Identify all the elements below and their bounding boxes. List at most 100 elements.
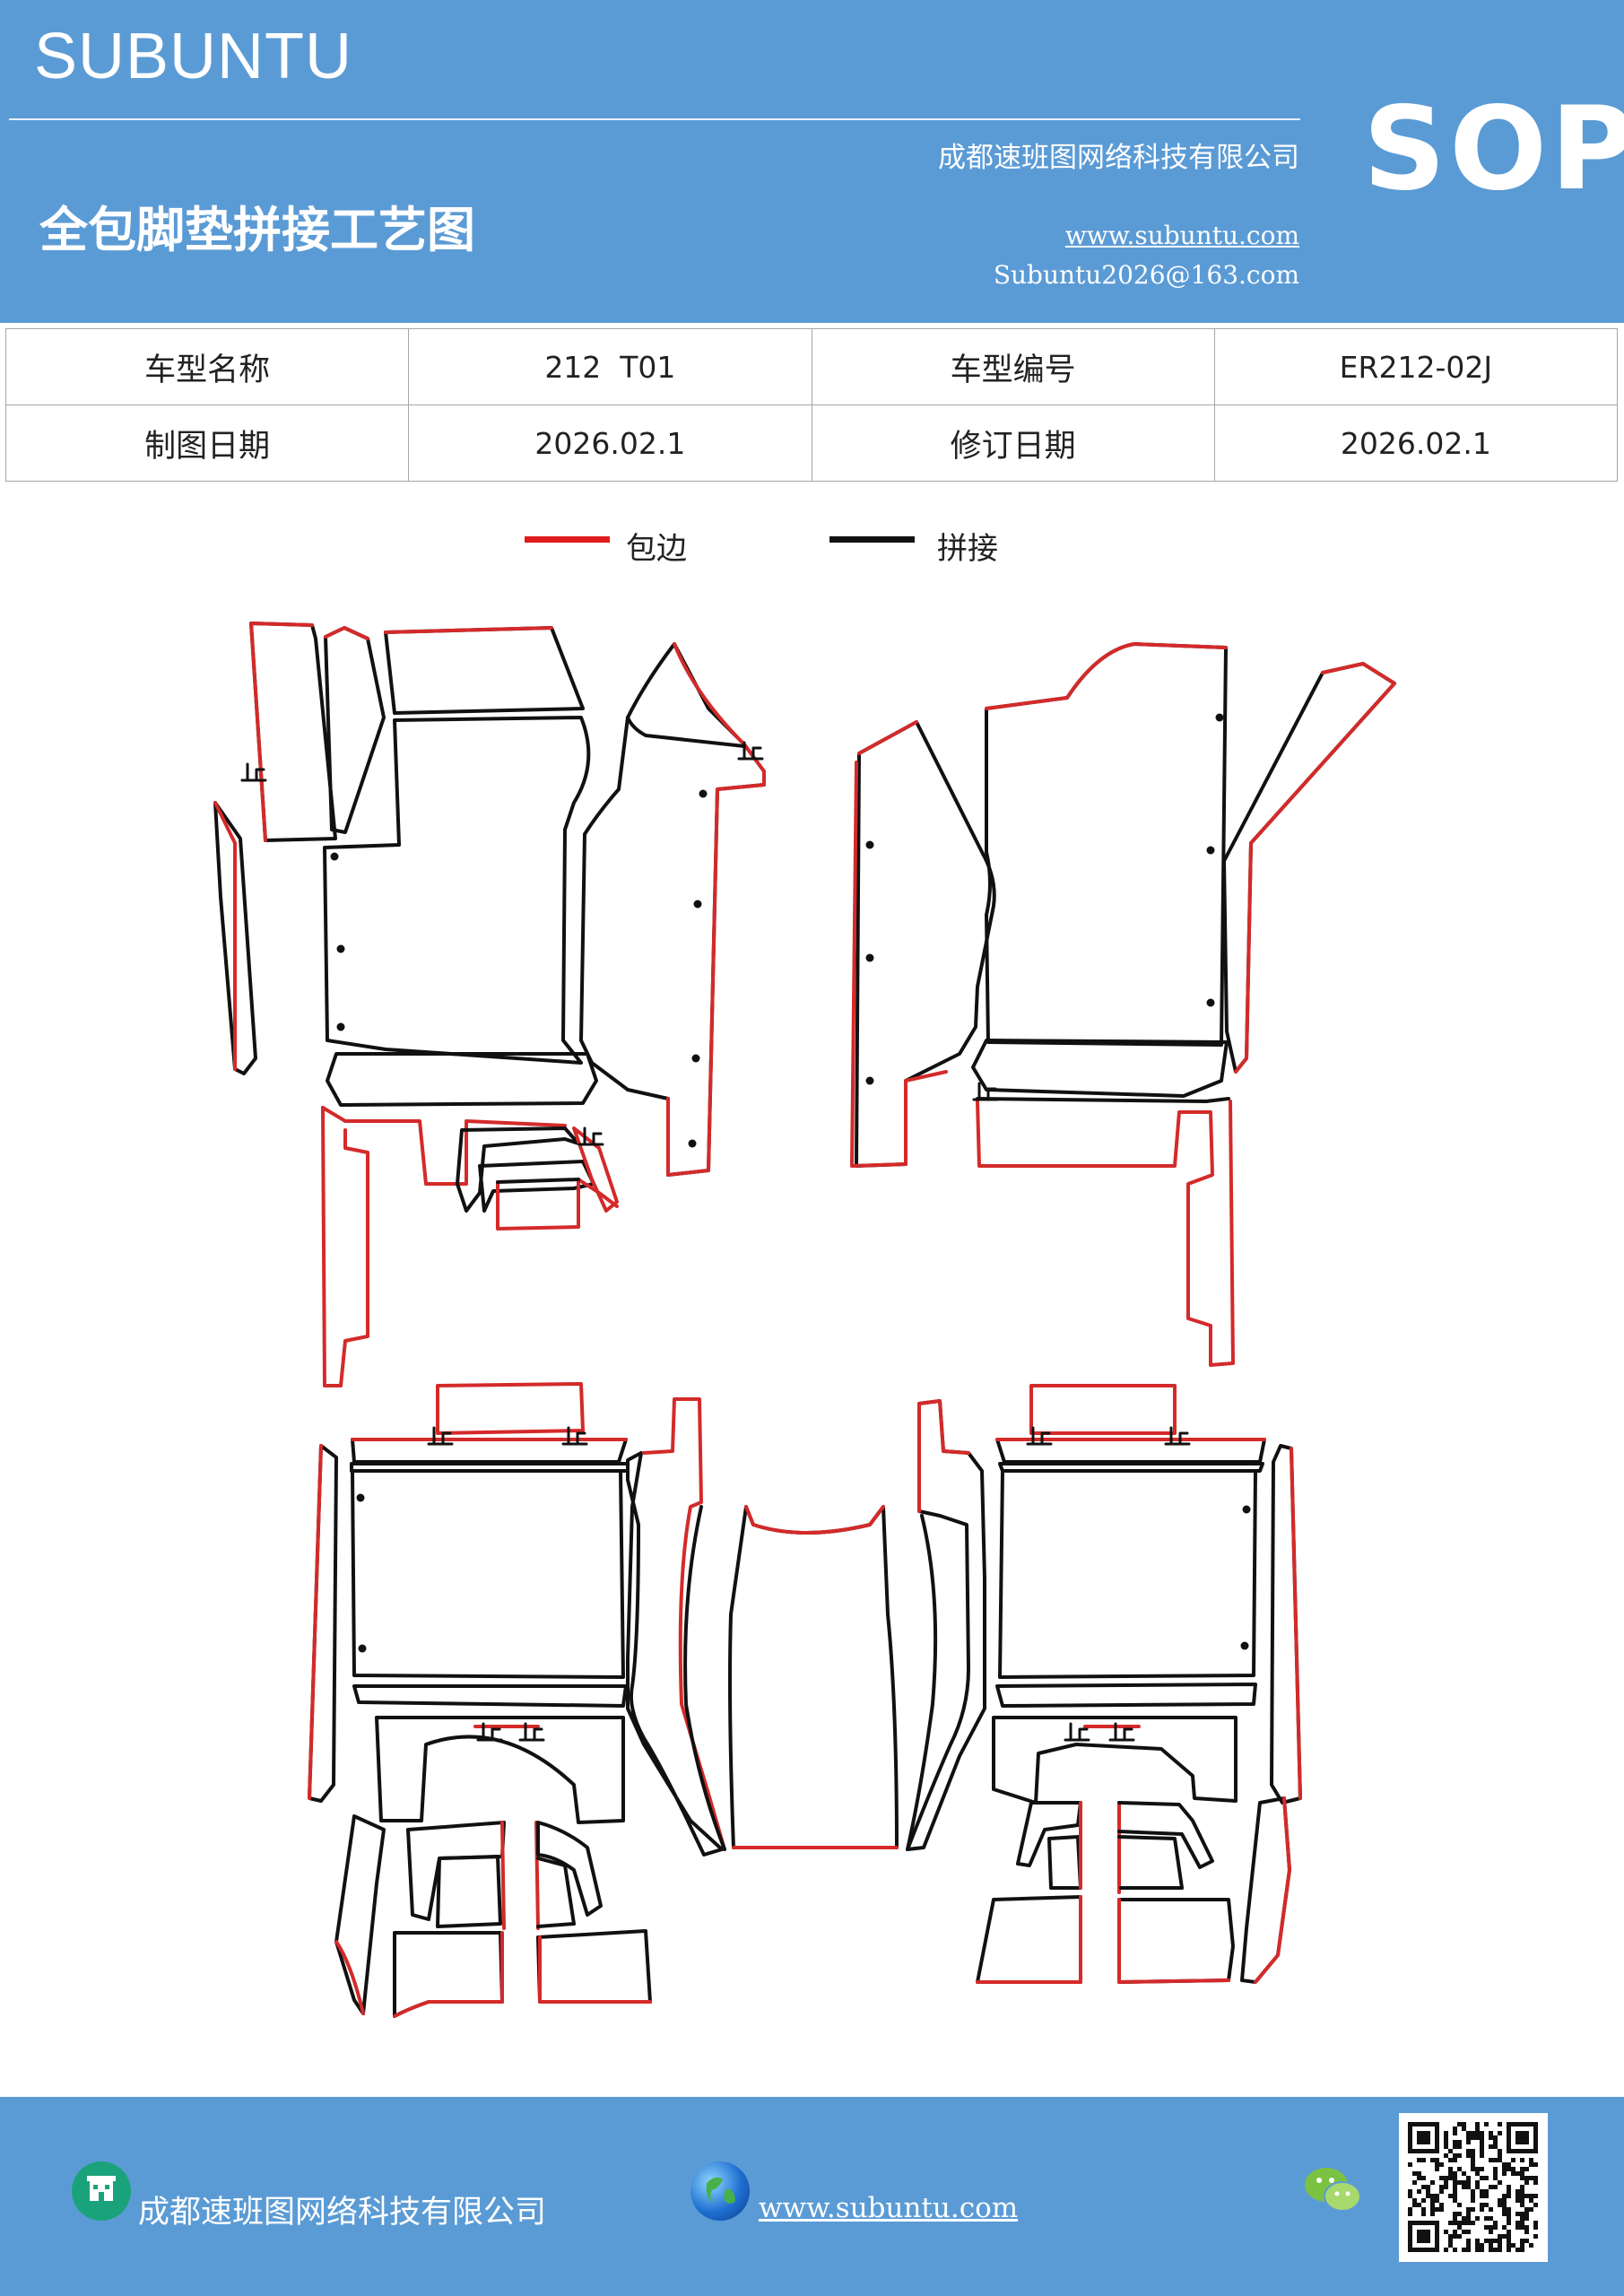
legend: 包边 拼接 bbox=[0, 529, 1624, 574]
vehicle-info-table: 车型名称 212 T01 车型编号 ER212-02J 制图日期 2026.02… bbox=[4, 328, 1619, 482]
mat-piece bbox=[436, 1855, 502, 1928]
qr-code bbox=[1399, 2113, 1548, 2262]
mat-piece bbox=[1290, 1447, 1302, 1800]
model-code-value: ER212-02J bbox=[1213, 328, 1619, 405]
front-right-mat bbox=[850, 642, 1396, 1367]
mat-piece bbox=[855, 720, 996, 1168]
header-band: SUBUNTU 成都速班图网络科技有限公司 全包脚垫拼接工艺图 www.subu… bbox=[0, 0, 1624, 323]
mat-piece bbox=[384, 626, 553, 634]
mat-piece bbox=[478, 1160, 595, 1213]
mat-piece bbox=[976, 1097, 1230, 1103]
mat-piece bbox=[436, 1382, 585, 1435]
mat-piece bbox=[352, 1684, 628, 1708]
mat-piece bbox=[906, 1399, 987, 1851]
rear-right-mat bbox=[906, 1384, 1302, 1984]
mat-piece bbox=[1117, 1801, 1214, 1869]
building-icon bbox=[72, 2161, 131, 2221]
footer-company-name: 成都速班图网络科技有限公司 bbox=[138, 2195, 547, 2231]
mat-piece bbox=[976, 1895, 1082, 1984]
mat-piece bbox=[351, 1469, 625, 1679]
mat-piece bbox=[971, 1039, 1229, 1098]
mat-piece bbox=[538, 1935, 652, 2004]
brand-name: SUBUNTU bbox=[34, 21, 353, 92]
mat-piece bbox=[496, 1178, 580, 1184]
mat-piece bbox=[321, 1106, 369, 1387]
mat-piece bbox=[406, 1821, 506, 1921]
mat-piece bbox=[1047, 1835, 1082, 1890]
draw-date-label: 制图日期 bbox=[4, 404, 410, 482]
company-name: 成都速班图网络科技有限公司 bbox=[938, 142, 1299, 174]
mat-piece bbox=[536, 1821, 603, 1917]
mat-piece bbox=[572, 1126, 619, 1213]
model-code-label: 车型编号 bbox=[811, 328, 1215, 405]
mat-piece bbox=[626, 1451, 724, 1857]
mat-piece bbox=[249, 622, 314, 842]
revision-date-label: 修订日期 bbox=[811, 404, 1215, 482]
mat-piece bbox=[393, 1931, 504, 2018]
mat-piece bbox=[985, 642, 1228, 710]
mat-piece bbox=[917, 1399, 970, 1513]
draw-date-value: 2026.02.1 bbox=[408, 404, 812, 482]
mat-piece bbox=[1234, 662, 1396, 1074]
legend-join-label: 拼接 bbox=[937, 531, 998, 567]
mat-piece bbox=[321, 1106, 567, 1186]
legend-wrap-label: 包边 bbox=[626, 531, 687, 567]
model-name-label: 车型名称 bbox=[4, 328, 410, 405]
mat-piece bbox=[213, 801, 257, 1075]
mat-piece bbox=[992, 1716, 1238, 1805]
mat-piece bbox=[1079, 1801, 1121, 1894]
footer-band: 成都速班图网络科技有限公司 www.subuntu.com bbox=[0, 2097, 1624, 2296]
mat-piece bbox=[666, 642, 766, 1177]
email-address: Subuntu2026@163.com bbox=[993, 260, 1299, 290]
mat-piece bbox=[1254, 1796, 1291, 1984]
mat-piece bbox=[500, 1821, 540, 1930]
legend-wrap-swatch bbox=[525, 536, 610, 543]
website-link[interactable]: www.subuntu.com bbox=[1064, 221, 1299, 250]
mat-piece bbox=[324, 626, 369, 640]
mat-piece bbox=[213, 801, 237, 1071]
mat-piece bbox=[393, 1931, 504, 2018]
mat-piece bbox=[579, 642, 766, 1177]
revision-date-value: 2026.02.1 bbox=[1213, 404, 1619, 482]
table-row: 车型名称 212 T01 车型编号 ER212-02J bbox=[4, 328, 1619, 405]
document-title: 全包脚垫拼接工艺图 bbox=[39, 201, 475, 258]
mat-piece bbox=[976, 1100, 1235, 1367]
mat-piece bbox=[728, 1505, 899, 1849]
mat-piece bbox=[536, 1929, 652, 2004]
mat-piece bbox=[496, 1178, 619, 1231]
model-name-value: 212 T01 bbox=[408, 328, 812, 405]
mat-piece bbox=[1117, 1898, 1230, 1984]
mat-piece bbox=[626, 716, 746, 748]
mat-piece bbox=[323, 716, 591, 1065]
header-divider bbox=[9, 118, 1300, 120]
mat-piece bbox=[998, 1462, 1264, 1473]
legend-join-swatch bbox=[829, 536, 915, 543]
mat-piece bbox=[683, 1505, 726, 1851]
mat-piece bbox=[334, 1814, 386, 2015]
mat-piece bbox=[906, 1514, 938, 1851]
mat-piece bbox=[308, 1444, 323, 1800]
mat-piece bbox=[850, 720, 948, 1168]
mat-piece bbox=[998, 1469, 1257, 1679]
mat-piece bbox=[536, 1857, 576, 1928]
footer-website-link[interactable]: www.subuntu.com bbox=[759, 2192, 1019, 2224]
mat-piece bbox=[976, 1895, 1082, 1984]
mat-piece bbox=[384, 626, 585, 715]
mat-piece bbox=[744, 1505, 885, 1535]
table-row: 制图日期 2026.02.1 修订日期 2026.02.1 bbox=[4, 404, 1619, 482]
mat-piece bbox=[642, 1397, 726, 1851]
front-left-mat bbox=[213, 622, 766, 1387]
mat-piece bbox=[1029, 1384, 1177, 1435]
center-tunnel-mat bbox=[728, 1505, 899, 1849]
mat-piece bbox=[375, 1716, 625, 1824]
globe-icon bbox=[690, 2161, 750, 2221]
wechat-icon bbox=[1302, 2163, 1365, 2217]
sop-badge: SOP bbox=[1363, 83, 1624, 216]
mat-piece bbox=[1240, 1796, 1291, 1984]
mat-piece bbox=[1117, 1898, 1235, 1984]
mat-piece bbox=[995, 1683, 1257, 1708]
mat-piece bbox=[456, 1126, 580, 1213]
mat-piece bbox=[1117, 1835, 1184, 1890]
mat-piece bbox=[324, 626, 386, 834]
